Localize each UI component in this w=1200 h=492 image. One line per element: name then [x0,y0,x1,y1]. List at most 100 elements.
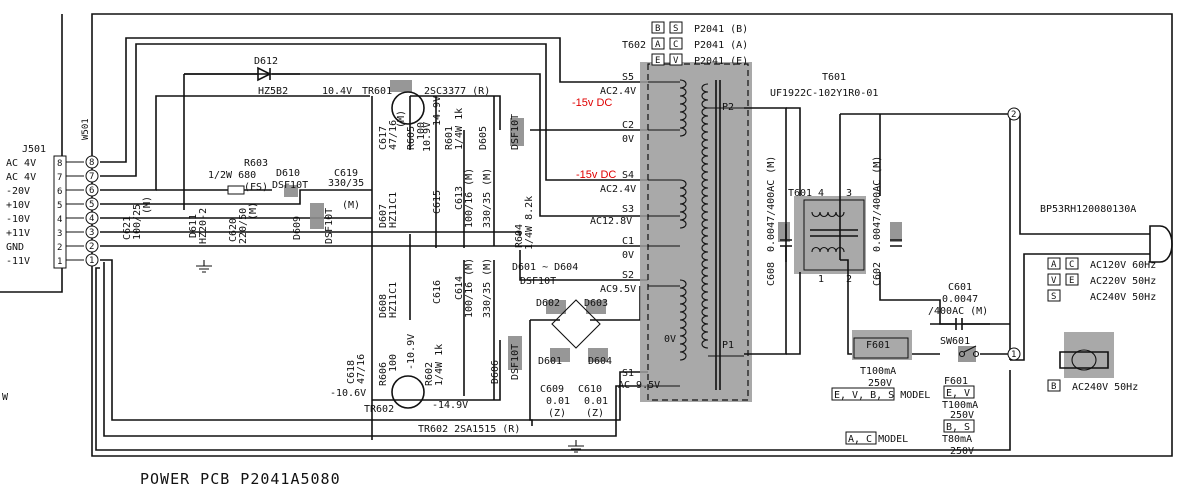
svg-text:E, V, B, S MODEL: E, V, B, S MODEL [834,390,930,401]
w501-pin-number: 2 [89,242,94,252]
svg-text:-10.9V: -10.9V [406,334,417,370]
svg-text:(M): (M) [248,202,259,220]
svg-text:DSF10T: DSF10T [510,114,521,150]
svg-text:100/16 (M): 100/16 (M) [464,258,475,318]
svg-text:D608: D608 [378,294,389,318]
j501-pin: 6 [57,187,62,197]
annotation-minus15v: -15v DC [572,97,612,109]
w501-pin-number: 8 [89,158,94,168]
w501-pin-number: 4 [89,214,94,224]
svg-text:100: 100 [416,122,427,140]
t602-shade [640,62,752,402]
j501-pin: 3 [57,229,62,239]
svg-text:D607: D607 [378,204,389,228]
j501-signal: -20V [6,186,30,197]
svg-text:C601: C601 [948,282,972,293]
svg-text:14.9V: 14.9V [432,96,443,126]
svg-text:B, S: B, S [946,422,970,433]
svg-text:2: 2 [1011,110,1016,120]
svg-text:B: B [655,24,660,34]
annotation-minus15v: -15v DC [576,169,616,181]
svg-text:S5: S5 [622,72,634,83]
svg-text:-10.6V: -10.6V [330,388,366,399]
svg-text:330/35 (M): 330/35 (M) [482,258,493,318]
svg-text:AC2.4V: AC2.4V [600,184,636,195]
w501-pin-number: 5 [89,200,94,210]
left-w-label: W [2,392,9,403]
svg-text:T100mA: T100mA [942,400,978,411]
svg-text:C608: C608 [766,262,777,286]
w501-pin [85,197,99,211]
svg-text:AC 9.5V: AC 9.5V [618,380,660,391]
svg-text:AC9.5V: AC9.5V [600,284,636,295]
svg-text:C: C [673,40,678,50]
svg-text:C613: C613 [454,186,465,210]
svg-text:0V: 0V [622,250,634,261]
j501-signal: AC 4V [6,158,36,169]
svg-text:S2: S2 [622,270,634,281]
t602-model: P2041 (A) [694,40,748,51]
svg-text:C609: C609 [540,384,564,395]
svg-text:(Z): (Z) [548,408,566,419]
t602-model: P2041 (B) [694,24,748,35]
j501-signal: -11V [6,256,30,267]
w501-pin-number: 3 [89,228,94,238]
j501-pin: 7 [57,173,62,183]
svg-text:E, V: E, V [946,388,970,399]
svg-text:T80mA: T80mA [942,434,972,445]
svg-text:250V: 250V [950,410,974,421]
svg-text:V: V [673,56,679,66]
component-labels: D612 HZ5B2 10.4V TR601 2SC3377 (R) R603 … [122,56,612,435]
w501-pin [85,183,99,197]
w501-pin [85,239,99,253]
svg-text:D601 ~ D604: D601 ~ D604 [512,262,578,273]
svg-text:10.9V: 10.9V [422,122,433,152]
svg-text:250V: 250V [950,446,974,457]
jumper-wires [66,161,84,261]
j501-pin: 8 [57,159,62,169]
j501-signal: +10V [6,200,30,211]
j501-signal: -10V [6,214,30,225]
svg-text:D601: D601 [538,356,562,367]
svg-text:D603: D603 [584,298,608,309]
pcb-outline [91,13,1173,457]
connector-j501: J501 8 7 6 5 4 3 2 1 AC 4V AC 4V -20V +1… [6,144,67,269]
svg-text:DSF10T: DSF10T [510,344,521,380]
svg-text:10.4V: 10.4V [322,86,352,97]
svg-text:1/4W 8.2k: 1/4W 8.2k [524,196,535,250]
svg-text:S3: S3 [622,204,634,215]
svg-text:1: 1 [1011,350,1016,360]
j501-body [53,155,67,269]
t601-body: T601 [788,188,812,199]
svg-text:D605: D605 [478,126,489,150]
svg-text:R604: R604 [514,224,525,248]
svg-text:1/4W 1k: 1/4W 1k [454,108,465,150]
svg-text:(Z): (Z) [586,408,604,419]
svg-text:330/35: 330/35 [328,178,364,189]
svg-text:1/2W 680: 1/2W 680 [208,170,256,181]
svg-text:0.0047/400AC (M): 0.0047/400AC (M) [872,156,883,252]
svg-text:E: E [655,56,660,66]
svg-text:0.0047: 0.0047 [942,294,978,305]
svg-text:(FS): (FS) [244,182,268,193]
svg-text:4: 4 [818,188,824,199]
svg-text:AC220V 50Hz: AC220V 50Hz [1090,276,1156,287]
t601-part: UF1922C-102Y1R0-01 [770,88,878,99]
j501-signal: +11V [6,228,30,239]
svg-text:D612: D612 [254,56,278,67]
svg-text:HZ11C1: HZ11C1 [388,192,399,228]
svg-text:0V: 0V [622,134,634,145]
transformer-t602: T602 B S P2041 (B) A C P2041 (A) E V P20… [572,21,749,401]
svg-text:T100mA: T100mA [860,366,896,377]
svg-text:C619: C619 [334,168,358,179]
w501-pin-number: 1 [89,256,94,266]
svg-text:R605: R605 [406,126,417,150]
wiring [95,37,1011,453]
svg-text:B: B [1051,382,1056,392]
w501-pin [85,253,99,267]
svg-text:DSF10T: DSF10T [324,208,335,244]
w501-pin [85,225,99,239]
svg-text:D610: D610 [276,168,300,179]
svg-text:S1: S1 [622,368,634,379]
svg-text:C620: C620 [228,218,239,242]
